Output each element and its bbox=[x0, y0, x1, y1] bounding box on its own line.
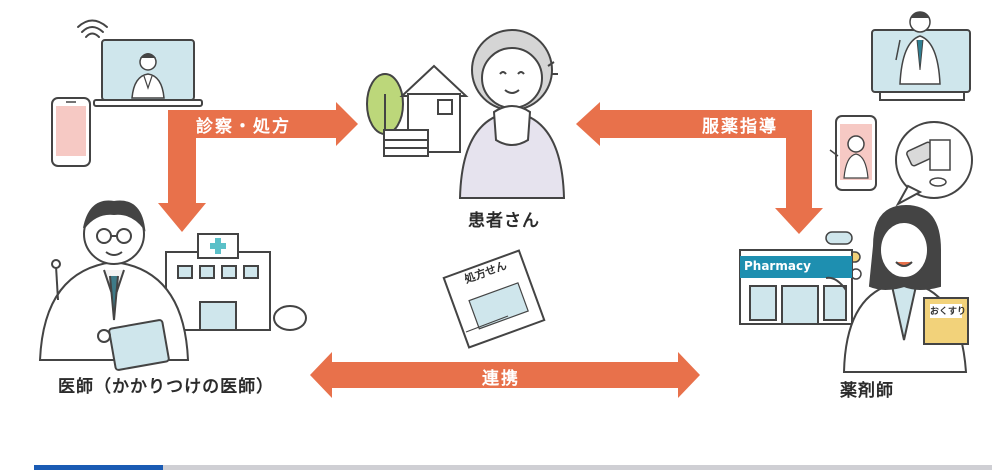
house-icon bbox=[383, 64, 469, 157]
arrow-label-diagnosis: 診察・処方 bbox=[196, 117, 291, 137]
medicine-bag-label: おくすり bbox=[930, 307, 967, 317]
arrow-label-collaboration: 連携 bbox=[482, 369, 520, 389]
pharmacy-icon bbox=[739, 249, 853, 325]
patient-illustration bbox=[458, 29, 566, 199]
role-label-patient: 患者さん bbox=[468, 211, 540, 231]
arrow-doctor-to-patient bbox=[158, 102, 358, 232]
pharmacist-illustration bbox=[825, 204, 969, 373]
role-label-doctor: 医師（かかりつけの医師） bbox=[58, 377, 275, 397]
prescription-icon bbox=[442, 249, 546, 349]
arrow-label-medication-guidance: 服薬指導 bbox=[702, 117, 778, 137]
speech-bubble-icon bbox=[895, 121, 973, 207]
monitor-icon bbox=[871, 11, 971, 101]
wifi-icon bbox=[77, 19, 108, 38]
role-label-pharmacist: 薬剤師 bbox=[840, 381, 894, 401]
carousel-progress-track bbox=[34, 465, 992, 470]
arrow-pharmacist-to-patient bbox=[576, 102, 823, 234]
laptop-icon bbox=[93, 39, 203, 107]
smartphone-icon bbox=[51, 97, 91, 167]
carousel-progress-fill bbox=[34, 465, 164, 470]
arrow-collaboration bbox=[310, 352, 700, 398]
pharmacy-sign-label: Pharmacy bbox=[744, 259, 811, 273]
video-call-phone-icon bbox=[829, 115, 877, 191]
doctor-illustration bbox=[38, 200, 190, 371]
hospital-icon bbox=[165, 233, 307, 331]
